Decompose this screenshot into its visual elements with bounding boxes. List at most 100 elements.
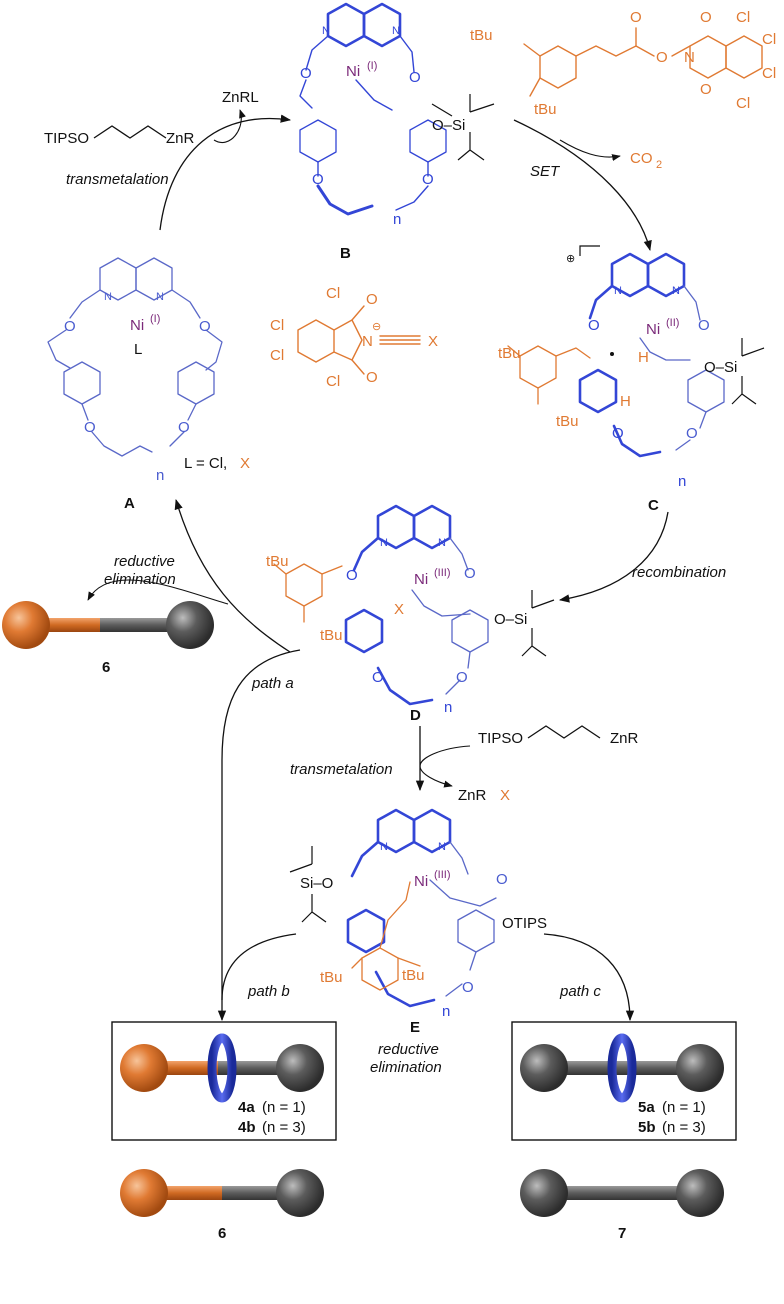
dumbbell-7: 7 bbox=[520, 1169, 724, 1242]
ni-label-D: Ni bbox=[414, 571, 428, 588]
o-nhpi-2: O bbox=[700, 81, 712, 98]
complex-B: O O O O N N Ni (I) O–Si n B bbox=[299, 2, 495, 262]
l-definition: L = Cl, bbox=[184, 455, 227, 472]
step-path-a: path a bbox=[251, 675, 294, 692]
label-E: E bbox=[410, 1019, 420, 1036]
tbu-nhpi-1: tBu bbox=[470, 27, 493, 44]
cl-a2: Cl bbox=[270, 317, 284, 334]
svg-text:O: O bbox=[496, 871, 508, 888]
ni-ox-A: (I) bbox=[150, 313, 160, 325]
ni-label-B: Ni bbox=[346, 63, 360, 80]
cl-a4: Cl bbox=[326, 373, 340, 390]
label-D: D bbox=[410, 707, 421, 724]
phthalimide-anion: Cl Cl Cl Cl O O N ⊖ X bbox=[270, 285, 438, 390]
prod-4a-n: (n = 1) bbox=[262, 1099, 306, 1116]
cl-4: Cl bbox=[736, 95, 750, 112]
label-C: C bbox=[648, 497, 659, 514]
osi-D: O–Si bbox=[494, 611, 527, 628]
macrocycle-ring-right bbox=[607, 1033, 637, 1103]
step-transmetalation-top: transmetalation bbox=[66, 171, 169, 188]
prod-5b: 5b bbox=[638, 1119, 656, 1136]
reductive-elimination-top: reductive elimination bbox=[87, 499, 291, 653]
transmetalation-mid: TIPSO ZnR transmetalation ZnR X bbox=[290, 725, 639, 804]
znrl: ZnRL bbox=[222, 89, 259, 106]
svg-text:H: H bbox=[620, 393, 631, 410]
znrx: ZnR bbox=[458, 787, 487, 804]
prod-5a-n: (n = 1) bbox=[662, 1099, 706, 1116]
tipso-mid: TIPSO bbox=[478, 730, 523, 747]
x-on-ni-D: X bbox=[394, 601, 404, 618]
tbu-C1: tBu bbox=[498, 345, 521, 362]
product-box-right: 5a (n = 1) 5b (n = 3) bbox=[511, 1021, 737, 1141]
svg-text:O: O bbox=[588, 317, 600, 334]
tbu-C2: tBu bbox=[556, 413, 579, 430]
complex-C: ⊕ O O O O N N Ni (II) H H tBu bbox=[498, 245, 765, 514]
o-a1: O bbox=[366, 291, 378, 308]
sio-E: Si–O bbox=[300, 875, 333, 892]
ni-ox-C: (II) bbox=[666, 317, 679, 329]
svg-text:O: O bbox=[199, 318, 211, 335]
svg-text:N: N bbox=[104, 291, 112, 303]
complex-E: Ni (III) N N O O OTIPS Si–O tBu tBu n E … bbox=[289, 808, 547, 1076]
x-anion: X bbox=[428, 333, 438, 350]
tbu-E2: tBu bbox=[402, 967, 425, 984]
o-a2: O bbox=[366, 369, 378, 386]
svg-text:N: N bbox=[614, 285, 622, 297]
ni-ox-D: (III) bbox=[434, 567, 451, 579]
svg-text:O: O bbox=[312, 171, 324, 188]
svg-text:O: O bbox=[409, 69, 421, 86]
co2: CO bbox=[630, 150, 653, 167]
ni-label-C: Ni bbox=[646, 321, 660, 338]
n-index-C: n bbox=[678, 473, 686, 490]
prod-5a: 5a bbox=[638, 1099, 655, 1116]
ligand-L: L bbox=[134, 341, 142, 358]
product-box-left: 4a (n = 1) 4b (n = 3) bbox=[111, 1021, 337, 1141]
ni-ox-E: (III) bbox=[434, 869, 451, 881]
step-recombination: recombination bbox=[632, 564, 726, 581]
znr-left: ZnR bbox=[166, 130, 195, 147]
path-b: path b bbox=[221, 933, 297, 1001]
prod-5b-n: (n = 3) bbox=[662, 1119, 706, 1136]
plus-sign: ⊕ bbox=[566, 253, 575, 265]
cl-2: Cl bbox=[762, 31, 776, 48]
o-ester: O bbox=[656, 49, 668, 66]
n-nhpi: N bbox=[684, 49, 695, 66]
svg-text:O: O bbox=[698, 317, 710, 334]
recombination-step: recombination bbox=[558, 511, 726, 603]
co2-sub: 2 bbox=[656, 159, 662, 171]
transmetalation-top: TIPSO ZnR ZnRL transmetalation bbox=[44, 89, 292, 231]
label-6-bottom: 6 bbox=[218, 1225, 226, 1242]
n-index-E: n bbox=[442, 1003, 450, 1020]
path-a: path a bbox=[217, 649, 301, 1022]
complex-D: O O O O N N Ni (III) X tBu tBu O–Si n D bbox=[266, 504, 555, 724]
label-7: 7 bbox=[618, 1225, 626, 1242]
svg-text:N: N bbox=[438, 537, 446, 549]
n-atom-B1: N bbox=[322, 25, 330, 37]
step-red-elim-top-1: reductive bbox=[114, 553, 175, 570]
macrocycle-ring-left bbox=[207, 1033, 237, 1103]
ni-label-A: Ni bbox=[130, 317, 144, 334]
cl-1: Cl bbox=[736, 9, 750, 26]
tbu-D1: tBu bbox=[266, 553, 289, 570]
l-definition-x: X bbox=[240, 455, 250, 472]
ni-label-E: Ni bbox=[414, 873, 428, 890]
label-6-top: 6 bbox=[102, 659, 110, 676]
tbu-D2: tBu bbox=[320, 627, 343, 644]
arrow-A-to-B bbox=[159, 114, 292, 231]
set-step: CO 2 SET bbox=[513, 119, 662, 252]
tipso-left: TIPSO bbox=[44, 130, 89, 147]
svg-text:O: O bbox=[456, 669, 468, 686]
prod-4b: 4b bbox=[238, 1119, 256, 1136]
svg-text:N: N bbox=[380, 841, 388, 853]
dumbbell-6-bottom: 6 bbox=[120, 1169, 324, 1242]
svg-text:N: N bbox=[672, 285, 680, 297]
svg-text:O: O bbox=[300, 65, 312, 82]
step-red-elim-bottom-2: elimination bbox=[370, 1059, 442, 1076]
step-red-elim-top-2: elimination bbox=[104, 571, 176, 588]
n-index-D: n bbox=[444, 699, 452, 716]
tbu-E1: tBu bbox=[320, 969, 343, 986]
path-c: path c bbox=[543, 933, 635, 1022]
label-B: B bbox=[340, 245, 351, 262]
n-index-B: n bbox=[393, 211, 401, 228]
